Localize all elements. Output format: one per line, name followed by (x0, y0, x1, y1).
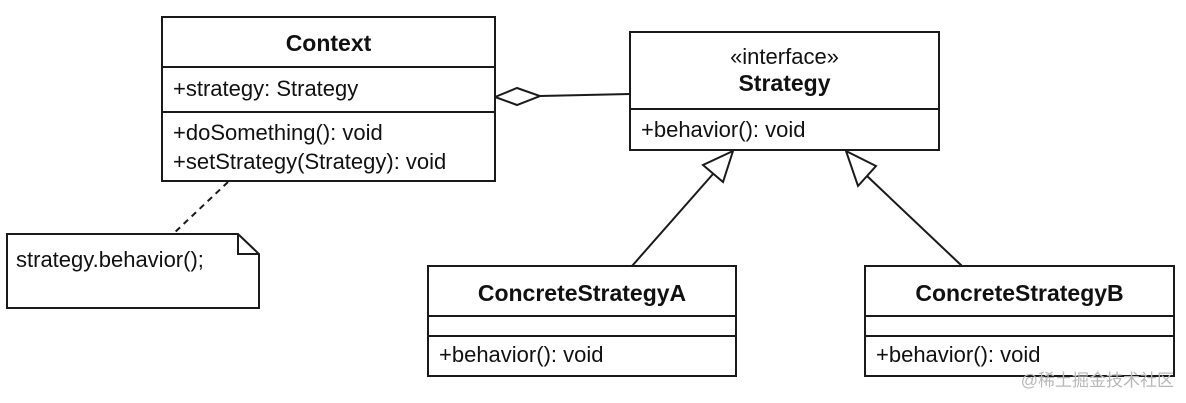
watermark: @稀土掘金技术社区 (1020, 371, 1174, 390)
concrete-strategy-a-operation-behavior: +behavior(): void (439, 342, 604, 367)
strategy-class-name: Strategy (738, 70, 831, 96)
strategy-operation-behavior: +behavior(): void (641, 117, 806, 142)
aggregation-line (539, 93, 631, 97)
context-class-name: Context (163, 18, 494, 68)
note-anchor-line (172, 181, 229, 235)
note-text: strategy.behavior(); (16, 247, 204, 272)
realization-arrowhead-b (844, 149, 878, 188)
context-attribute-strategy: +strategy: Strategy (173, 76, 359, 101)
context-operations: +doSomething(): void +setStrategy(Strate… (163, 113, 494, 176)
strategy-header: «interface» Strategy (631, 33, 938, 110)
realization-line-a (631, 173, 714, 267)
concrete-strategy-b-name: ConcreteStrategyB (866, 267, 1173, 317)
realization-arrowhead-a (701, 149, 735, 184)
concrete-strategy-a-attributes (429, 317, 735, 337)
context-operation-dosomething: +doSomething(): void (173, 120, 383, 145)
note-shape (6, 233, 260, 309)
context-operation-setstrategy: +setStrategy(Strategy): void (173, 149, 447, 174)
strategy-interface[interactable]: «interface» Strategy +behavior(): void (629, 31, 940, 151)
context-attributes: +strategy: Strategy (163, 68, 494, 113)
concrete-strategy-a-class[interactable]: ConcreteStrategyA +behavior(): void (427, 265, 737, 377)
aggregation-diamond (492, 86, 543, 107)
concrete-strategy-a-operations: +behavior(): void (429, 337, 735, 369)
strategy-operations: +behavior(): void (631, 110, 938, 144)
concrete-strategy-b-operation-behavior: +behavior(): void (876, 342, 1041, 367)
context-class[interactable]: Context +strategy: Strategy +doSomething… (161, 16, 496, 182)
realization-line-b (866, 175, 963, 267)
note-fold (237, 234, 259, 255)
concrete-strategy-b-operations: +behavior(): void (866, 337, 1173, 369)
concrete-strategy-b-class[interactable]: ConcreteStrategyB +behavior(): void (864, 265, 1175, 377)
concrete-strategy-a-name: ConcreteStrategyA (429, 267, 735, 317)
strategy-stereotype: «interface» (730, 44, 839, 69)
concrete-strategy-b-attributes (866, 317, 1173, 337)
